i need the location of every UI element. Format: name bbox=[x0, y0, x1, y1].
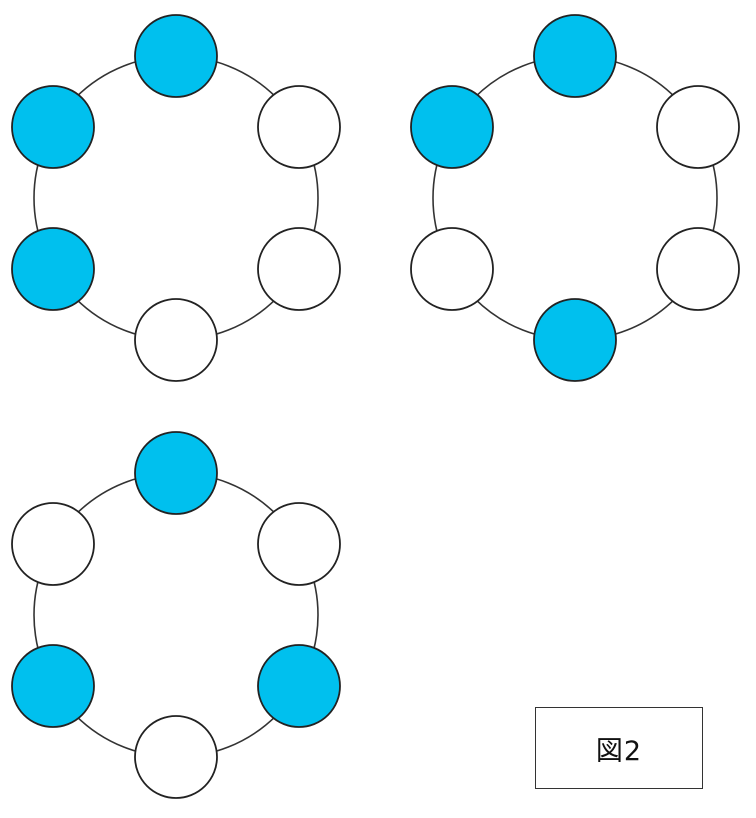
filled-bead bbox=[257, 644, 341, 728]
empty-bead bbox=[656, 85, 740, 169]
filled-bead bbox=[533, 298, 617, 382]
empty-bead bbox=[257, 227, 341, 311]
empty-bead bbox=[410, 227, 494, 311]
empty-bead bbox=[257, 85, 341, 169]
figure-label: 図2 bbox=[595, 735, 643, 767]
filled-bead bbox=[11, 644, 95, 728]
empty-bead bbox=[11, 502, 95, 586]
filled-bead bbox=[533, 14, 617, 98]
filled-bead bbox=[134, 431, 218, 515]
empty-bead bbox=[257, 502, 341, 586]
filled-bead bbox=[410, 85, 494, 169]
figure-label-box: 図2 bbox=[535, 707, 703, 789]
filled-bead bbox=[134, 14, 218, 98]
empty-bead bbox=[134, 298, 218, 382]
empty-bead bbox=[656, 227, 740, 311]
ring-1 bbox=[11, 14, 341, 382]
filled-bead bbox=[11, 227, 95, 311]
empty-bead bbox=[134, 715, 218, 799]
filled-bead bbox=[11, 85, 95, 169]
ring-2 bbox=[410, 14, 740, 382]
ring-3 bbox=[11, 431, 341, 799]
